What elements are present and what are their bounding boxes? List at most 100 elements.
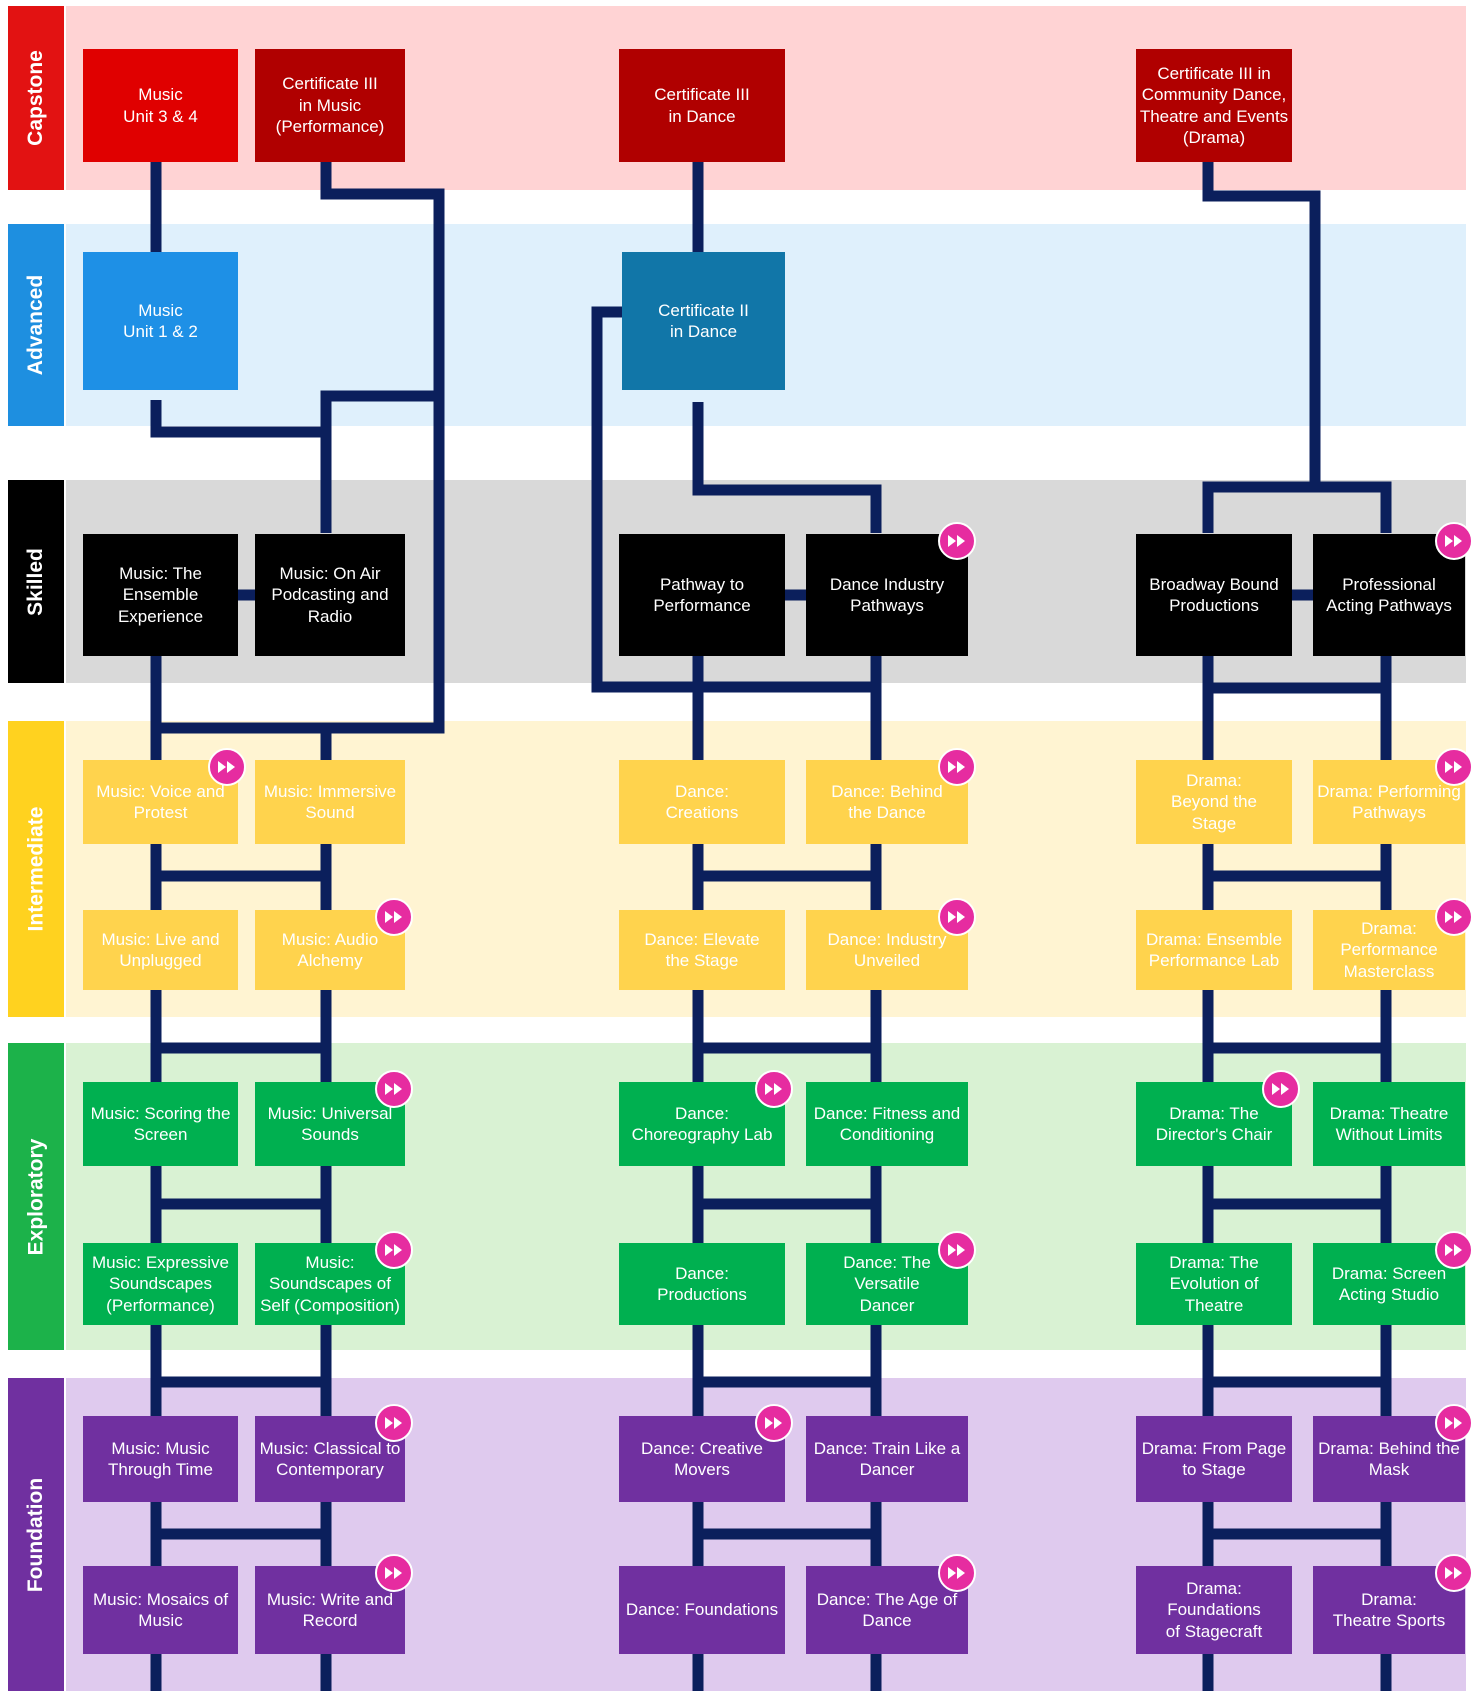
course-label: Dance: Foundations — [625, 1600, 779, 1620]
fast-forward-icon — [755, 1404, 793, 1442]
course-dance-choreography-lab[interactable]: Dance: Choreography Lab — [619, 1082, 785, 1166]
course-label: Dance: Creations — [665, 781, 739, 823]
course-dance-productions[interactable]: Dance: Productions — [619, 1243, 785, 1325]
course-label: Music: Universal Sounds — [267, 1103, 393, 1145]
course-label: Dance: Productions — [657, 1263, 747, 1305]
course-label: Dance: Creative Movers — [641, 1438, 763, 1480]
course-label: Dance: Elevate the Stage — [644, 929, 760, 971]
course-music-on-air[interactable]: Music: On Air Podcasting and Radio — [255, 534, 405, 656]
course-certificate-iii-drama[interactable]: Certificate III in Community Dance, Thea… — [1136, 49, 1292, 162]
fast-forward-icon — [375, 1231, 413, 1269]
fast-forward-icon — [938, 522, 976, 560]
course-label: Dance: The Age of Dance — [816, 1589, 958, 1631]
course-label: Drama: The Director's Chair — [1155, 1103, 1273, 1145]
course-drama-theatre-without-limits[interactable]: Drama: Theatre Without Limits — [1313, 1082, 1465, 1166]
fast-forward-icon — [375, 1404, 413, 1442]
course-label: Professional Acting Pathways — [1326, 574, 1452, 616]
fast-forward-icon — [1435, 1554, 1473, 1592]
connector — [150, 400, 332, 533]
course-drama-beyond-the-stage[interactable]: Drama: Beyond the Stage — [1136, 760, 1292, 844]
course-label: Certificate II in Dance — [658, 300, 749, 342]
course-label: Dance Industry Pathways — [829, 574, 945, 616]
course-label: Music: Mosaics of Music — [92, 1589, 229, 1631]
course-label: Music: Music Through Time — [108, 1438, 213, 1480]
course-label: Drama: From Page to Stage — [1141, 1438, 1287, 1480]
course-pathway-to-performance[interactable]: Pathway to Performance — [619, 534, 785, 656]
course-label: Dance: Industry Unveiled — [827, 929, 947, 971]
course-drama-directors-chair[interactable]: Drama: The Director's Chair — [1136, 1082, 1292, 1166]
course-label: Drama: Theatre Sports — [1332, 1589, 1446, 1631]
course-drama-foundations-of-stagecraft[interactable]: Drama: Foundations of Stagecraft — [1136, 1566, 1292, 1654]
fast-forward-icon — [208, 748, 246, 786]
course-dance-creations[interactable]: Dance: Creations — [619, 760, 785, 844]
connector — [692, 402, 882, 533]
fast-forward-icon — [938, 748, 976, 786]
fast-forward-icon — [1435, 1404, 1473, 1442]
level-label-advanced: Advanced — [8, 224, 64, 426]
fast-forward-icon — [375, 898, 413, 936]
course-music-unit-3-4[interactable]: Music Unit 3 & 4 — [83, 49, 238, 162]
course-label: Music: On Air Podcasting and Radio — [271, 563, 389, 626]
course-label: Broadway Bound Productions — [1149, 574, 1279, 616]
course-music-live-and-unplugged[interactable]: Music: Live and Unplugged — [83, 910, 238, 990]
course-label: Drama: The Evolution of Theatre — [1169, 1252, 1259, 1315]
course-label: Dance: Fitness and Conditioning — [813, 1103, 961, 1145]
course-music-expressive-soundscapes[interactable]: Music: Expressive Soundscapes (Performan… — [83, 1243, 238, 1325]
course-label: Drama: Foundations of Stagecraft — [1165, 1578, 1263, 1641]
course-music-immersive-sound[interactable]: Music: Immersive Sound — [255, 760, 405, 844]
course-label: Music Unit 3 & 4 — [123, 85, 198, 126]
course-label: Drama: Screen Acting Studio — [1331, 1263, 1447, 1305]
course-broadway-bound[interactable]: Broadway Bound Productions — [1136, 534, 1292, 656]
course-label: Drama: Beyond the Stage — [1170, 770, 1257, 833]
fast-forward-icon — [755, 1070, 793, 1108]
course-music-mosaics-of-music[interactable]: Music: Mosaics of Music — [83, 1566, 238, 1654]
course-label: Drama: Ensemble Performance Lab — [1145, 929, 1283, 971]
course-music-audio-alchemy[interactable]: Music: Audio Alchemy — [255, 910, 405, 990]
course-label: Drama: Theatre Without Limits — [1329, 1103, 1449, 1145]
course-label: Music: Expressive Soundscapes (Performan… — [92, 1252, 229, 1315]
course-label: Music: Immersive Sound — [263, 781, 397, 823]
connector — [1202, 481, 1392, 533]
course-music-through-time[interactable]: Music: Music Through Time — [83, 1416, 238, 1502]
course-drama-evolution-of-theatre[interactable]: Drama: The Evolution of Theatre — [1136, 1243, 1292, 1325]
course-dance-industry-pathways[interactable]: Dance Industry Pathways — [806, 534, 968, 656]
fast-forward-icon — [1435, 522, 1473, 560]
course-drama-from-page-to-stage[interactable]: Drama: From Page to Stage — [1136, 1416, 1292, 1502]
fast-forward-icon — [375, 1554, 413, 1592]
course-label: Music: Soundscapes of Self (Composition) — [260, 1252, 400, 1315]
course-dance-foundations[interactable]: Dance: Foundations — [619, 1566, 785, 1654]
course-certificate-iii-music[interactable]: Certificate III in Music (Performance) — [255, 49, 405, 162]
course-label: Music: Live and Unplugged — [101, 929, 220, 971]
fast-forward-icon — [1435, 1231, 1473, 1269]
course-dance-train-like-a-dancer[interactable]: Dance: Train Like a Dancer — [806, 1416, 968, 1502]
course-label: Drama: Performing Pathways — [1317, 781, 1461, 823]
course-label: Certificate III in Music (Performance) — [275, 74, 385, 137]
course-label: Certificate III in Dance — [654, 85, 750, 126]
fast-forward-icon — [938, 898, 976, 936]
course-music-unit-1-2[interactable]: Music Unit 1 & 2 — [83, 252, 238, 390]
course-label: Music: Voice and Protest — [96, 781, 225, 823]
course-music-universal-sounds[interactable]: Music: Universal Sounds — [255, 1082, 405, 1166]
course-label: Dance: Train Like a Dancer — [813, 1438, 961, 1480]
course-music-scoring-the-screen[interactable]: Music: Scoring the Screen — [83, 1082, 238, 1166]
course-professional-acting[interactable]: Professional Acting Pathways — [1313, 534, 1465, 656]
course-certificate-iii-dance[interactable]: Certificate III in Dance — [619, 49, 785, 162]
course-label: Music: Write and Record — [266, 1589, 394, 1631]
course-label: Drama: Behind the Mask — [1318, 1438, 1460, 1480]
fast-forward-icon — [938, 1554, 976, 1592]
fast-forward-icon — [375, 1070, 413, 1108]
connector — [1202, 160, 1321, 487]
course-music-ensemble-experience[interactable]: Music: The Ensemble Experience — [83, 534, 238, 656]
course-label: Drama: Performance Masterclass — [1340, 918, 1438, 981]
level-label-intermediate: Intermediate — [8, 721, 64, 1017]
fast-forward-icon — [938, 1231, 976, 1269]
course-certificate-ii-dance[interactable]: Certificate II in Dance — [622, 252, 785, 390]
connector — [591, 306, 876, 693]
course-label: Music: Scoring the Screen — [90, 1103, 231, 1145]
course-label: Music Unit 1 & 2 — [123, 300, 198, 342]
level-label-exploratory: Exploratory — [8, 1043, 64, 1350]
course-dance-fitness-and-conditioning[interactable]: Dance: Fitness and Conditioning — [806, 1082, 968, 1166]
course-drama-ensemble-performance-lab[interactable]: Drama: Ensemble Performance Lab — [1136, 910, 1292, 990]
level-label-skilled: Skilled — [8, 480, 64, 683]
course-dance-elevate-the-stage[interactable]: Dance: Elevate the Stage — [619, 910, 785, 990]
